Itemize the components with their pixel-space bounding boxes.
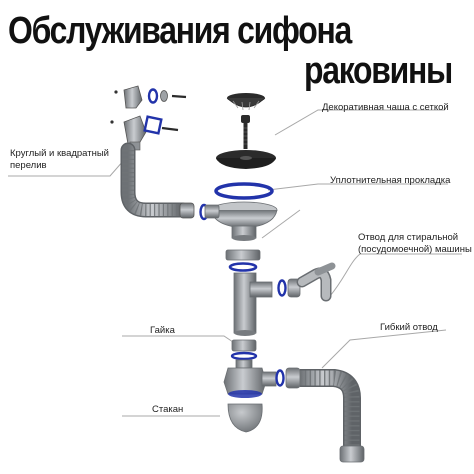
flexible-hose [300,369,365,463]
leader-gasket [267,183,448,191]
round-overflow-parts [123,85,187,109]
strainer-grid [226,93,266,111]
label-outlet-line2: (посудомоечной) машины [358,244,472,255]
cone-gasket [228,262,258,272]
leader-flexible [321,329,447,369]
drain-overflow-inlet [204,204,220,219]
siphon-bottle [223,359,277,398]
bottle-side-outlet [261,371,277,387]
hose-end-fitting [339,445,365,463]
leader-nut [122,335,237,345]
flex-gasket [275,369,285,387]
label-nut: Гайка [150,325,175,336]
round-overflow-screw [171,94,187,99]
dot-marker [110,120,114,124]
lower-nut-gasket [230,351,258,361]
round-overflow-body [123,85,143,109]
label-overflow-line1: Круглый и квадратный [10,148,109,159]
label-flexible-outlet: Гибкий отвод [380,322,438,333]
label-outlet-line1: Отвод для стиральной [358,232,459,243]
bottle-gasket [228,390,262,398]
leader-overflow [8,159,125,177]
leader-decorative-bowl [274,109,445,136]
label-decorative-bowl: Декоративная чаша с сеткой [322,102,449,113]
tee-side-branch [249,281,273,298]
outlet-gasket [277,279,287,297]
tee-pipe [233,272,273,336]
round-overflow-cap [160,90,168,102]
leader-outlet [329,253,462,297]
overflow-hose-connector [179,202,209,221]
label-overflow-line2: перелив [10,160,47,171]
title-line-2: раковины [304,50,453,92]
overflow-hose [120,142,190,218]
title-line-1: Обслуживания сифона [8,10,352,52]
label-cup: Стакан [152,404,184,415]
outlet-nozzle [314,262,336,276]
drain-body [204,201,278,241]
square-overflow-screw [161,126,179,132]
lower-nut [231,339,257,352]
central-screw [241,115,250,149]
label-gasket: Уплотнительная прокладка [330,175,451,186]
square-overflow-parts [123,115,179,151]
leader-gasket-lower [261,209,301,239]
siphon-cup [227,403,263,433]
leader-lines [8,109,462,417]
square-overflow-gasket [143,115,163,135]
round-overflow-gasket [147,88,159,104]
machine-outlet [277,262,336,302]
sealing-gasket-ring [214,182,274,200]
flex-nut [285,367,301,389]
square-overflow-body [123,115,147,145]
upper-nut [225,249,261,261]
dot-marker [114,90,118,94]
decorative-bowl [216,150,276,169]
